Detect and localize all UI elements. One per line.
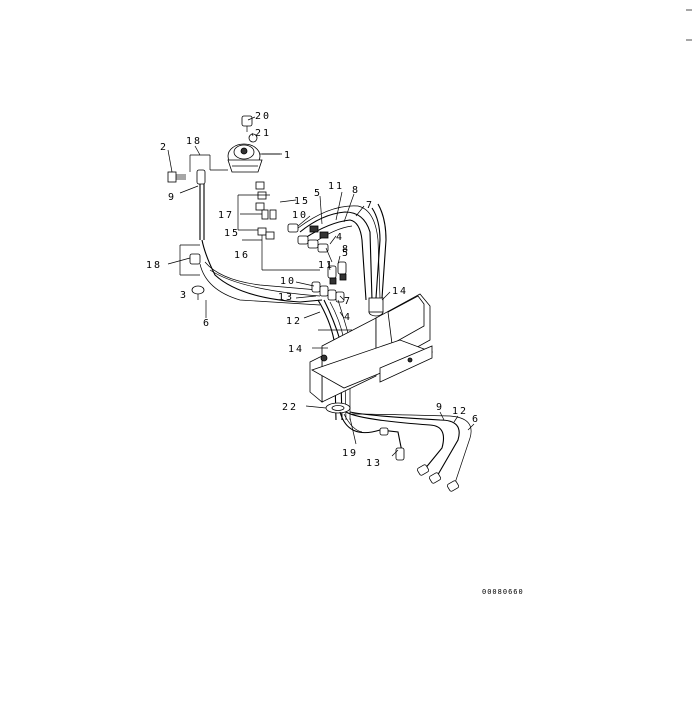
callout-15: 15 <box>224 228 240 239</box>
drawing-code: 00080660 <box>482 588 524 596</box>
callout-20: 20 <box>255 111 271 122</box>
callout-9: 9 <box>168 192 176 203</box>
callout-5: 5 <box>314 188 322 199</box>
callout-2: 2 <box>160 142 168 153</box>
bolt-part-3 <box>191 285 205 300</box>
grommet-part-22 <box>305 402 351 414</box>
callout-10: 10 <box>280 276 296 287</box>
callout-13: 13 <box>366 458 382 469</box>
leader-lines <box>167 116 475 457</box>
callout-8: 8 <box>342 244 350 255</box>
callout-19: 19 <box>342 448 358 459</box>
callout-9: 9 <box>436 402 444 413</box>
callout-12: 12 <box>286 316 302 327</box>
corner-marks <box>686 9 692 41</box>
elbow-fittings-cluster <box>237 181 320 271</box>
fitting-part-9-top <box>196 169 206 240</box>
callout-12: 12 <box>452 406 468 417</box>
callout-14: 14 <box>392 286 408 297</box>
callout-18: 18 <box>186 136 202 147</box>
bolt-part-2 <box>167 171 186 183</box>
callout-22: 22 <box>282 402 298 413</box>
callout-17: 17 <box>218 210 234 221</box>
fittings-lower-cluster <box>311 261 347 303</box>
pilot-valve-assembly <box>227 115 280 173</box>
callout-6: 6 <box>472 414 480 425</box>
callout-4: 4 <box>336 232 344 243</box>
callout-10: 10 <box>292 210 308 221</box>
callout-18: 18 <box>146 260 162 271</box>
callout-11: 11 <box>328 181 344 192</box>
callout-7: 7 <box>366 200 374 211</box>
callout-14: 14 <box>288 344 304 355</box>
callout-6: 6 <box>203 318 211 329</box>
callout-15: 15 <box>294 196 310 207</box>
bracket-18-top <box>189 145 228 172</box>
callout-11: 11 <box>318 260 334 271</box>
callout-13: 13 <box>278 292 294 303</box>
callout-16: 16 <box>234 250 250 261</box>
hose-lines-upper <box>199 239 323 306</box>
lower-hose-fan <box>339 411 472 492</box>
callout-1: 1 <box>284 150 292 161</box>
callout-4: 4 <box>344 312 352 323</box>
callout-21: 21 <box>255 128 271 139</box>
callout-5: 5 <box>342 248 350 259</box>
callout-3: 3 <box>180 290 188 301</box>
console-frame-part-14 <box>309 203 434 403</box>
callout-8: 8 <box>352 185 360 196</box>
callout-7: 7 <box>344 296 352 307</box>
callout-labels: 20 21 18 2 1 9 5 11 8 15 17 10 7 15 4 16… <box>146 111 480 469</box>
bracket-18-lower <box>167 244 201 276</box>
hose-bundle-right <box>287 205 381 301</box>
